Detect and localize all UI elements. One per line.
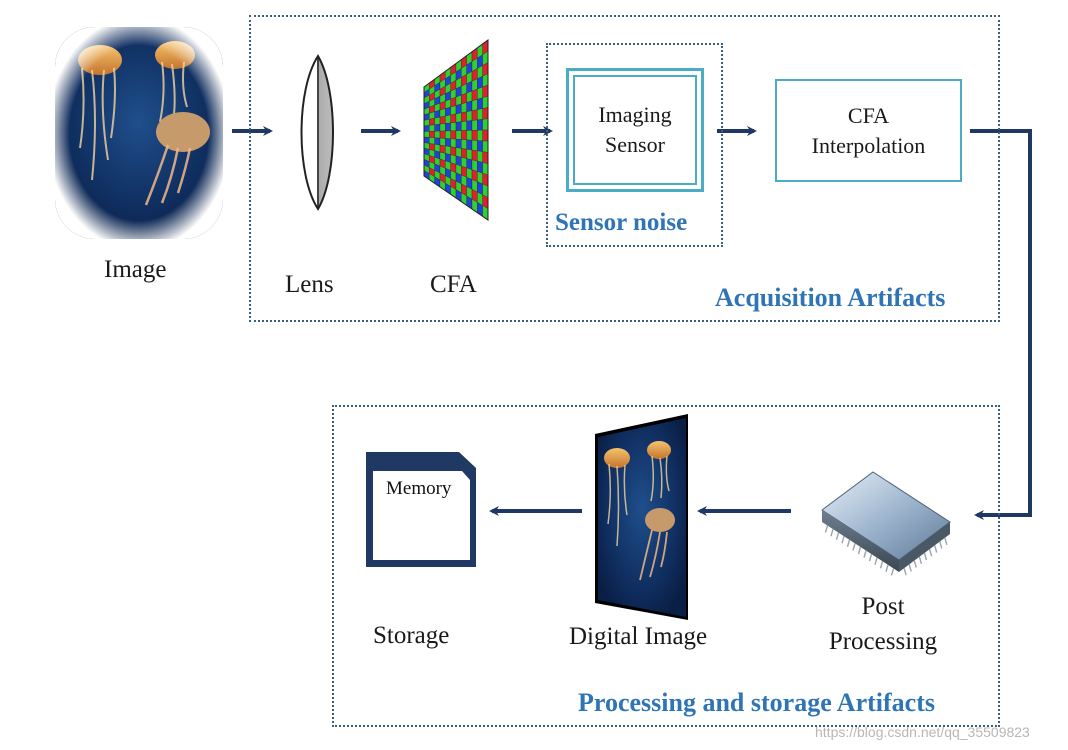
processing-group-box xyxy=(332,405,1000,727)
source-image-label: Image xyxy=(104,256,167,283)
chip-pin xyxy=(918,556,923,564)
chip-pin xyxy=(923,552,928,561)
chip-pin xyxy=(863,550,867,558)
cfa-label: CFA xyxy=(430,271,477,298)
chip-pin xyxy=(908,564,912,572)
post-processing-label: Post Processing xyxy=(828,593,938,655)
chip-pin xyxy=(879,561,884,569)
chip-pin xyxy=(835,532,840,540)
chip-pin xyxy=(939,541,943,549)
cfa-interpolation-label: CFA Interpolation xyxy=(811,102,926,158)
memory-label: Memory xyxy=(386,478,452,499)
sensor-noise-label: Sensor noise xyxy=(555,209,688,236)
processor-chip-icon xyxy=(821,471,951,576)
chip-pin xyxy=(890,568,895,576)
chip-pin xyxy=(846,539,851,548)
chip-pin xyxy=(841,536,845,544)
chip-pin xyxy=(913,560,917,568)
lens-label: Lens xyxy=(285,271,334,298)
chip-pin xyxy=(852,543,856,551)
cfa-outline xyxy=(423,39,489,221)
cfa-grid-icon xyxy=(423,39,489,221)
chip-pin xyxy=(903,568,907,576)
chip-pin xyxy=(885,564,889,573)
chip-pin xyxy=(824,525,829,533)
arrow-interpolation-to-post-processing xyxy=(970,129,1032,520)
sd-card-icon xyxy=(366,452,476,567)
chip-pin xyxy=(934,545,938,553)
acquisition-group-box xyxy=(249,15,1000,322)
processing-group-label: Processing and storage Artifacts xyxy=(578,688,935,717)
lens-icon xyxy=(300,54,334,211)
digital-image-icon xyxy=(595,414,688,620)
chip-pin xyxy=(830,528,834,537)
imaging-sensor-label: Imaging Sensor xyxy=(598,102,672,157)
acquisition-group-label: Acquisition Artifacts xyxy=(715,283,946,312)
cfa-interpolation-box: CFA Interpolation xyxy=(775,79,962,182)
watermark: https://blog.csdn.net/qq_35509823 xyxy=(815,724,1030,740)
jellyfish-photo xyxy=(55,27,223,239)
sensor-noise-box xyxy=(546,43,723,247)
storage-label: Storage xyxy=(373,622,450,649)
digital-image-label: Digital Image xyxy=(569,623,708,650)
chip-pin xyxy=(868,553,873,562)
chip-pin xyxy=(944,537,948,545)
chip-pin xyxy=(857,546,862,555)
chip-pin xyxy=(874,557,878,565)
chip-pin xyxy=(928,549,933,557)
imaging-sensor-box: Imaging Sensor xyxy=(566,68,704,192)
